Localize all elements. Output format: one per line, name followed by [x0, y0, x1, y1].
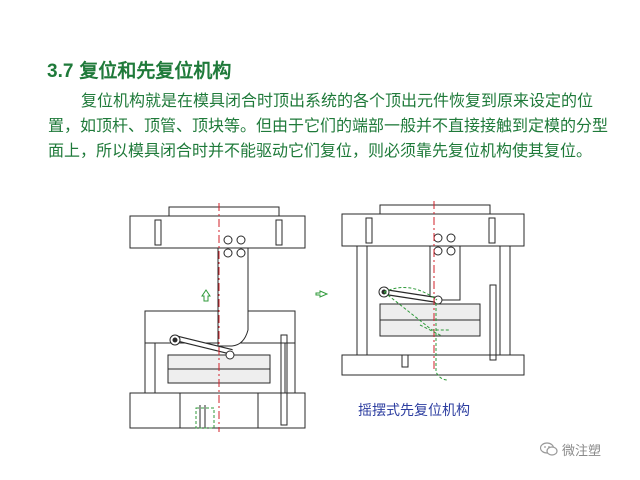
figure-caption: 摇摆式先复位机构	[358, 403, 470, 419]
up-arrow-icon	[201, 289, 211, 302]
right-mold-drawing	[341, 204, 525, 376]
wechat-icon	[540, 442, 558, 457]
left-phantom-lines	[195, 407, 215, 429]
section-title-text: 复位和先复位机构	[79, 60, 232, 82]
body-text: 复位机构就是在模具闭合时顶出系统的各个顶出元件恢复到原来设定的位置，如顶杆、顶管…	[48, 88, 608, 163]
right-phantom-lines	[383, 287, 450, 381]
section-number: 3.7	[47, 61, 74, 82]
watermark-text: 微注塑	[562, 444, 602, 459]
body-paragraph: 复位机构就是在模具闭合时顶出系统的各个顶出元件恢复到原来设定的位置，如顶杆、顶管…	[48, 91, 609, 160]
right-arrow-icon	[315, 290, 329, 298]
left-mold-drawing	[129, 206, 306, 429]
watermark: 微注塑	[540, 440, 601, 459]
